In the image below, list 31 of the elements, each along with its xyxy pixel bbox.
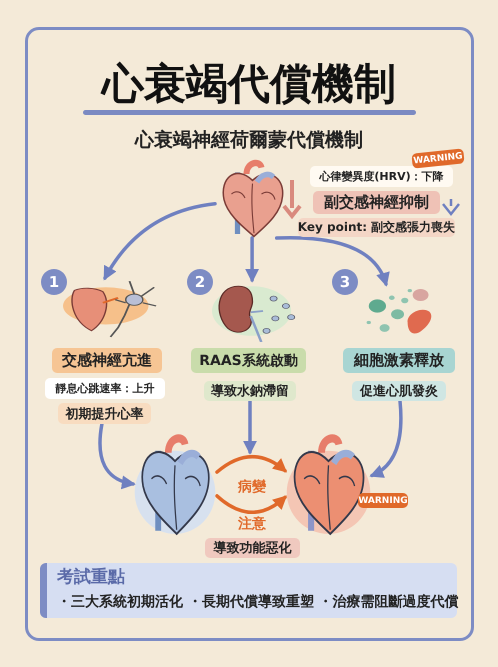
arrow <box>103 202 217 280</box>
key-points-panel <box>40 563 457 618</box>
label-box: 導致功能惡化 <box>205 538 300 558</box>
arrow <box>215 494 288 514</box>
heart-drawing <box>133 432 217 536</box>
title: 心衰竭代償機制 <box>100 58 397 110</box>
warning-tag: WARNING <box>411 148 465 169</box>
label-box: 細胞激素釋放 <box>343 348 455 373</box>
number-badge: 1 <box>41 269 67 295</box>
label-box: 靜息心跳速率：上升 <box>45 378 165 399</box>
label-box: 交感神經亢進 <box>52 348 162 373</box>
heart-neuron-drawing <box>63 278 158 340</box>
arrow <box>274 236 389 287</box>
subtitle: 心衰竭神經荷爾蒙代償機制 <box>133 128 364 153</box>
label-box: 促進心肌發炎 <box>352 381 446 401</box>
arrow <box>243 399 257 455</box>
label-box: 副交感神經抑制 <box>313 191 440 214</box>
arrow <box>215 454 288 474</box>
number-badge: 2 <box>187 269 213 295</box>
panel-heading: 考試重點 <box>57 567 125 587</box>
label-box: 導致水鈉滯留 <box>204 381 296 401</box>
label-box: 心律變異度(HRV)：下降 <box>310 166 453 187</box>
arrow <box>98 422 136 489</box>
label-box: Key point: 副交感張力喪失 <box>298 218 455 237</box>
arrow <box>369 399 403 478</box>
label-box: RAAS系統啟動 <box>191 348 306 373</box>
label-box: 初期提升心率 <box>58 403 151 424</box>
arrow <box>245 236 260 283</box>
warning-tag: WARNING <box>358 493 408 508</box>
number-badge: 3 <box>332 269 358 295</box>
key-points-text: ・三大系統初期活化 ・長期代償導致重塑 ・治療需阻斷過度代償 <box>57 592 459 612</box>
